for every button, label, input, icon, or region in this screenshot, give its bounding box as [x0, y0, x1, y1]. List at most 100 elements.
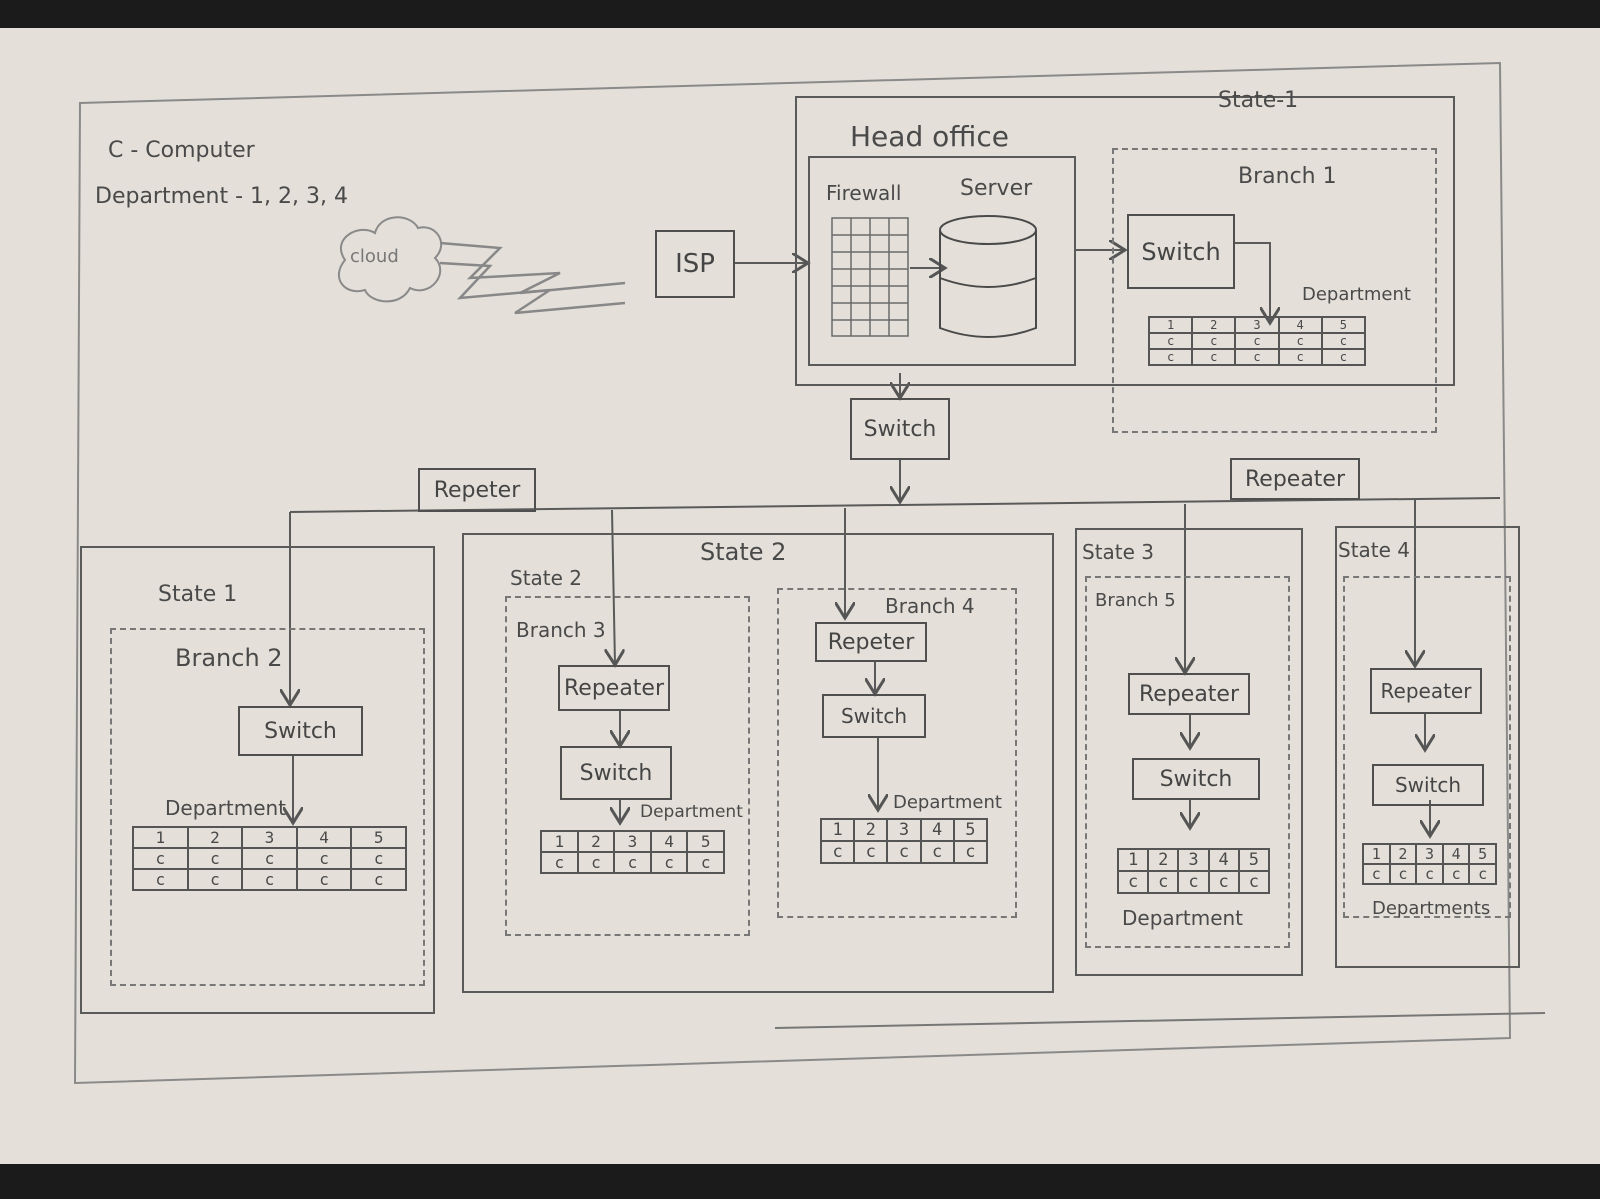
computer-cell: c [1177, 870, 1210, 894]
computer-cell: c [1277, 332, 1323, 350]
branch2-dept-label: Department [165, 796, 287, 820]
head-office-title: Head office [850, 120, 1009, 153]
computer-cell: c [1277, 348, 1323, 366]
branch5-region [1085, 576, 1290, 948]
firewall-label: Firewall [826, 181, 902, 205]
dept-number-cell: 4 [295, 826, 353, 849]
branch3-dept-label: Department [640, 802, 743, 822]
firewall-icon [831, 217, 909, 337]
branch3-region [505, 596, 750, 936]
branch1-region [1112, 148, 1437, 433]
dept-number-cell: 1 [1116, 848, 1150, 872]
state4-repeater: Repeater [1370, 668, 1482, 714]
computer-cell: c [132, 847, 189, 870]
dept-number-cell: 2 [1388, 843, 1418, 865]
computer-cell: c [1191, 332, 1237, 350]
computer-cell: c [819, 840, 856, 864]
dept-number-cell: 5 [1237, 848, 1271, 872]
branch3-switch: Switch [560, 746, 672, 800]
branch5-repeater: Repeater [1128, 673, 1250, 715]
branch1-switch: Switch [1127, 214, 1235, 289]
computer-cell: c [1468, 863, 1497, 885]
computer-cell: c [1234, 348, 1280, 366]
branch3-state-label: State 2 [510, 566, 583, 590]
state4-dept-label: Departments [1372, 898, 1491, 919]
state4-title: State 4 [1338, 538, 1411, 562]
repeater-left: Repeter [418, 468, 536, 512]
dept-number-cell: 3 [1177, 848, 1210, 872]
dept-number-cell: 4 [919, 818, 955, 842]
dept-number-cell: 5 [350, 826, 407, 849]
computer-cell: c [1237, 870, 1271, 894]
dept-number-cell: 3 [241, 826, 298, 849]
computer-cell: c [1234, 332, 1280, 350]
dept-number-cell: 3 [1415, 843, 1444, 865]
isp-box: ISP [655, 230, 735, 298]
state3-title: State 3 [1082, 540, 1155, 564]
cloud-icon [338, 216, 443, 303]
state3-region [1075, 528, 1303, 976]
cloud-label: cloud [350, 246, 399, 267]
dept-number-cell: 5 [1468, 843, 1497, 865]
computer-cell: c [241, 868, 298, 891]
computer-cell: c [1191, 348, 1237, 366]
state1-top-title: State-1 [1218, 88, 1299, 113]
dept-number-cell: 2 [853, 818, 889, 842]
computer-cell: c [1362, 863, 1391, 885]
dept-number-cell: 1 [540, 830, 579, 853]
computer-cell: c [613, 851, 652, 874]
branch3-title: Branch 3 [516, 618, 606, 642]
computer-cell: c [853, 840, 889, 864]
computer-cell: c [1320, 348, 1367, 366]
state4-branch-region [1343, 576, 1511, 918]
main-switch: Switch [850, 398, 950, 460]
state2-title: State 2 [700, 538, 787, 566]
branch2-region [110, 628, 425, 986]
dept-number-cell: 2 [1147, 848, 1180, 872]
branch2-title: Branch 2 [175, 644, 283, 672]
legend-computer: C - Computer [108, 138, 255, 163]
branch5-dept-label: Department [1122, 906, 1244, 930]
computer-cell: c [919, 840, 955, 864]
state1-region [80, 546, 435, 1014]
computer-cell: c [295, 847, 353, 870]
legend-departments: Department - 1, 2, 3, 4 [95, 184, 348, 209]
state1-title: State 1 [158, 582, 238, 607]
computer-cell: c [952, 840, 989, 864]
state2-region [462, 533, 1054, 993]
server-icon [939, 215, 1037, 338]
computer-cell: c [350, 868, 407, 891]
dept-number-cell: 3 [886, 818, 922, 842]
branch4-switch: Switch [822, 694, 926, 738]
dept-number-cell: 4 [1207, 848, 1240, 872]
branch5-switch: Switch [1132, 758, 1260, 800]
connection-lines [73, 61, 1546, 1085]
computer-cell: c [1116, 870, 1150, 894]
branch3-repeater: Repeater [558, 665, 670, 711]
computer-cell: c [1147, 870, 1180, 894]
branch4-dept-label: Department [893, 792, 1002, 813]
branch2-switch: Switch [238, 706, 363, 756]
dept-number-cell: 2 [186, 826, 244, 849]
head-office-inner [808, 156, 1076, 366]
computer-cell: c [886, 840, 922, 864]
computer-cell: c [132, 868, 189, 891]
dept-number-cell: 5 [686, 830, 725, 853]
dept-number-cell: 4 [1441, 843, 1471, 865]
head-office-region [795, 96, 1455, 386]
dept-number-cell: 1 [819, 818, 856, 842]
dept-number-cell: 4 [1277, 316, 1323, 334]
dept-number-cell: 1 [1147, 316, 1194, 334]
